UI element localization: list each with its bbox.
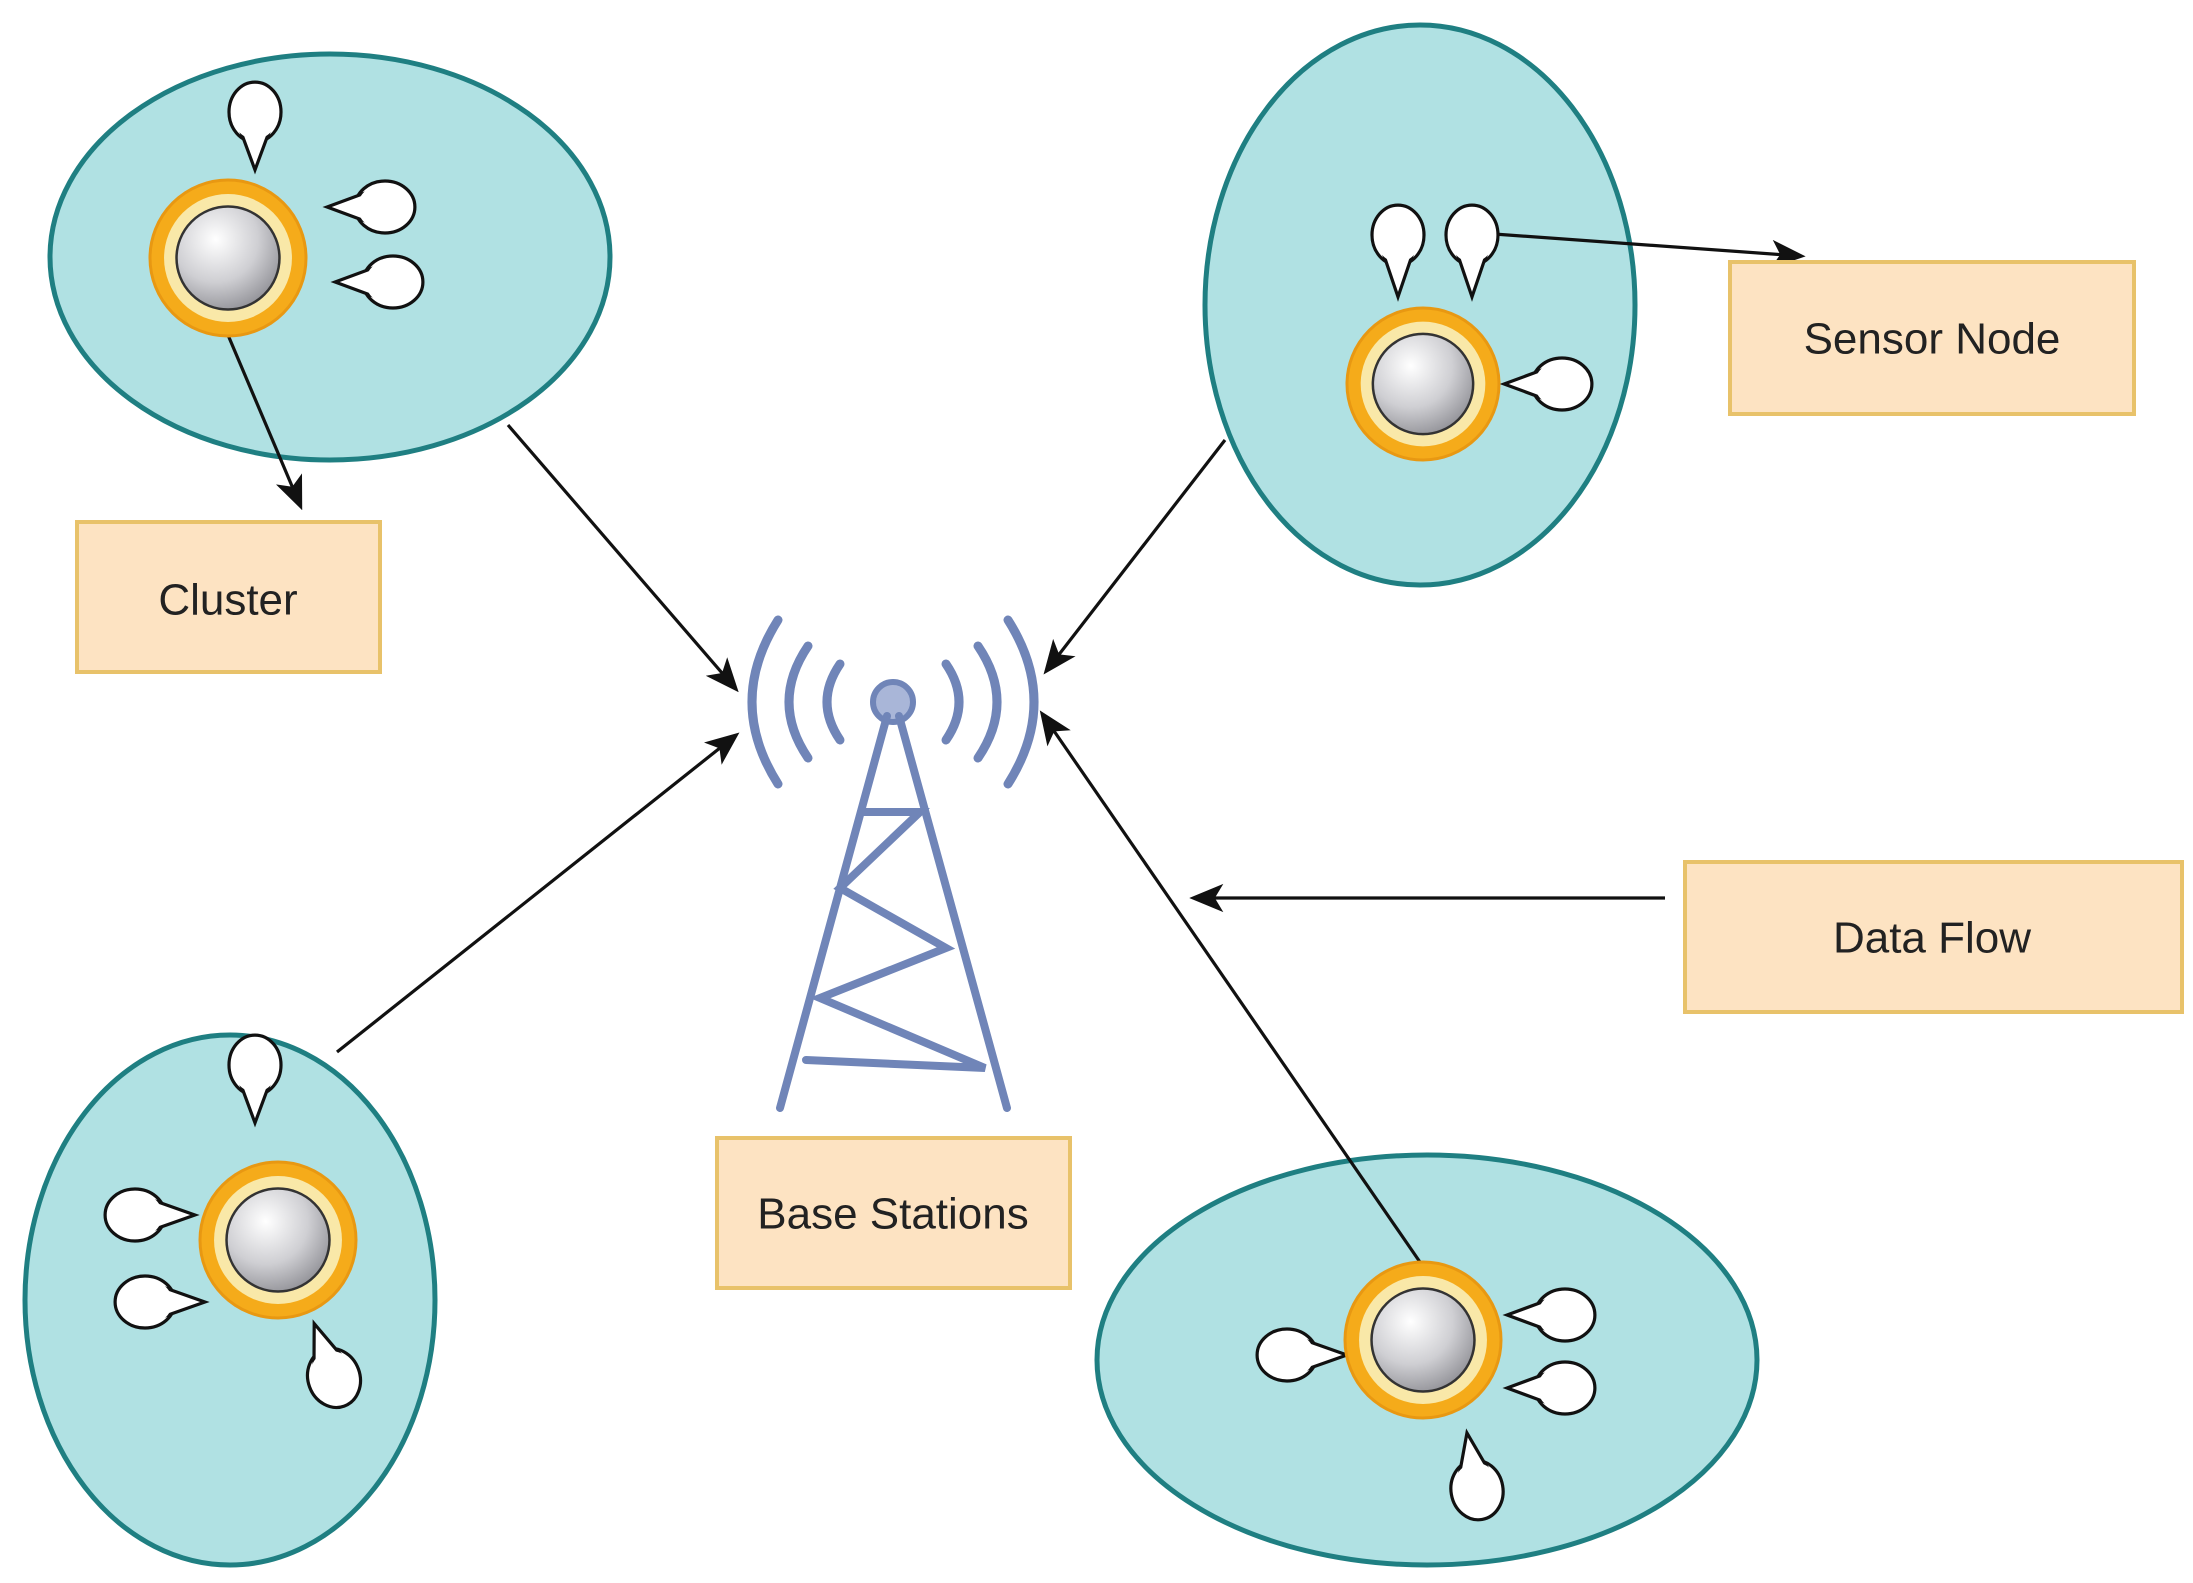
sensor-node-icon <box>305 1319 363 1410</box>
cluster-head-icon <box>198 1160 358 1320</box>
data-flow-label-text: Data Flow <box>1833 914 2031 963</box>
cluster-label: Cluster <box>75 520 382 674</box>
tower-lattice <box>802 808 987 1072</box>
cluster-head-icon <box>1345 306 1501 462</box>
sensor-node-icon <box>227 80 283 175</box>
sensor-node-icon <box>113 1274 210 1330</box>
cluster-pointer-arrow <box>226 334 303 511</box>
signal-wave-right-3 <box>1003 615 1039 789</box>
sensor-node-label-text: Sensor Node <box>1804 315 2061 364</box>
sensor-node-icon <box>227 1033 283 1128</box>
flow-arrow-top-left <box>506 423 739 693</box>
antenna-tower-icon <box>747 615 1039 1112</box>
sensor-node-icon <box>1370 203 1426 302</box>
sensor-node-icon <box>322 179 417 235</box>
signal-wave-right-2 <box>973 641 1002 763</box>
sensor-node-pointer-arrow <box>1493 232 1806 269</box>
sensor-node-icon <box>1255 1327 1352 1383</box>
signal-wave-left-2 <box>784 641 813 763</box>
cluster-head-icon <box>1343 1260 1503 1420</box>
flow-arrow-bottom-left <box>336 732 740 1054</box>
sensor-node-icon <box>1444 203 1500 302</box>
sensor-node-label: Sensor Node <box>1728 260 2136 416</box>
sensor-node-label-box <box>1728 260 2136 416</box>
sensor-node-icon <box>1502 1287 1597 1343</box>
data-flow-label-box <box>1683 860 2184 1014</box>
sensor-node-icon <box>330 254 425 310</box>
sensor-node-icon <box>1449 1428 1505 1522</box>
cluster-top-right <box>1202 22 1638 588</box>
data-flow-label: Data Flow <box>1683 860 2184 1014</box>
cluster-label-box <box>75 520 382 674</box>
tower-leg-left <box>776 712 891 1112</box>
signal-wave-left-3 <box>747 615 783 789</box>
base-stations-label: Base Stations <box>715 1136 1072 1290</box>
tower-leg-right <box>895 712 1011 1112</box>
antenna-tip <box>870 679 916 725</box>
sensor-node-icon <box>1499 356 1594 412</box>
signal-wave-right-1 <box>941 659 964 745</box>
cluster-head-icon <box>148 178 308 338</box>
flow-arrow-top-right <box>1043 439 1227 675</box>
sensor-node-icon <box>103 1187 200 1243</box>
base-stations-label-text: Base Stations <box>757 1190 1029 1239</box>
flow-arrow-bottom-right <box>1039 710 1424 1266</box>
base-stations-label-box <box>715 1136 1072 1290</box>
signal-wave-left-1 <box>822 659 845 745</box>
sensor-node-icon <box>1502 1360 1597 1416</box>
cluster-label-text: Cluster <box>158 576 297 625</box>
cluster-top-left <box>47 51 613 463</box>
